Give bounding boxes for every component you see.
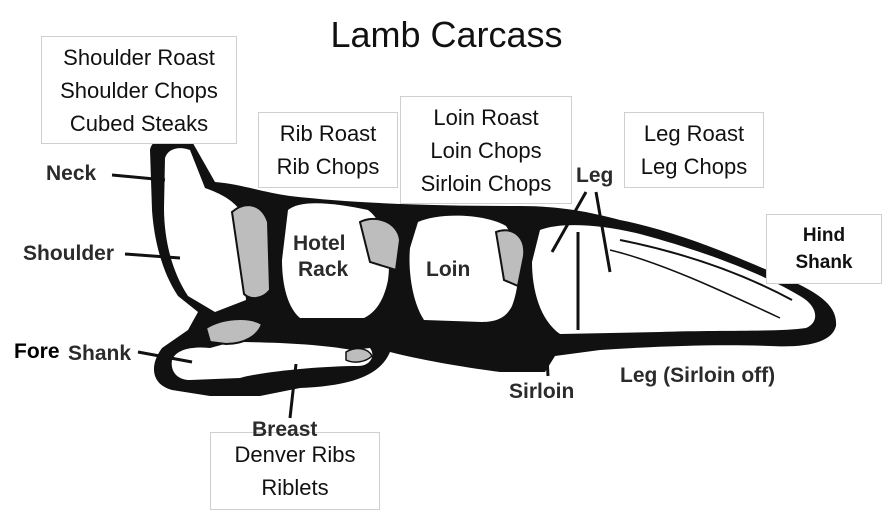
loin-section [409, 215, 519, 322]
leg-inner-line [619, 239, 793, 301]
leg-section [532, 225, 816, 334]
hind-shank-box: Hind Shank [766, 214, 882, 284]
label-shoulder: Shoulder [23, 242, 115, 265]
rib-cut-1: Rib Roast [279, 121, 377, 146]
leg-cuts-box: Leg Roast Leg Chops [624, 112, 764, 188]
hind-shank-line-1: Hind [802, 225, 846, 246]
leader-neck [111, 173, 166, 182]
label-rack: Rack [298, 258, 349, 281]
loin-cuts-box: Loin Roast Loin Chops Sirloin Chops [400, 96, 572, 204]
leg-inner-line-2 [609, 249, 781, 319]
leader-sirloin [543, 319, 550, 377]
label-leg: Leg [576, 164, 614, 187]
loin-cut-3: Sirloin Chops [420, 171, 552, 196]
shoulder-cut-2: Shoulder Chops [60, 78, 218, 103]
shoulder-cut-face [230, 204, 272, 300]
label-sirloin: Sirloin [509, 380, 575, 403]
label-neck: Neck [46, 162, 97, 185]
leader-shoulder [124, 252, 181, 260]
hind-shank-line-2: Shank [795, 252, 853, 273]
shoulder-section [164, 148, 246, 312]
label-leg-sirloin-off: Leg (Sirloin off) [620, 364, 776, 387]
leader-leg-2 [594, 191, 612, 273]
shank-cut-face [345, 347, 373, 363]
label-shank: Shank [68, 342, 132, 365]
breast-cuts-box: Denver Ribs Riblets [210, 432, 380, 510]
leg-cut-2: Leg Chops [640, 154, 748, 179]
leader-breast [288, 363, 298, 419]
fore-shank-section [171, 342, 373, 380]
rib-cuts-box: Rib Roast Rib Chops [258, 112, 398, 188]
label-loin: Loin [426, 258, 471, 281]
breast-cut-1: Denver Ribs [234, 442, 356, 467]
shoulder-cut-1: Shoulder Roast [63, 45, 215, 70]
leg-cut-1: Leg Roast [643, 121, 745, 146]
rack-cut-face [358, 217, 402, 272]
breast-cut-face [204, 318, 264, 346]
loin-cut-face [494, 229, 526, 288]
label-hotel: Hotel [293, 232, 346, 255]
label-fore: Fore [14, 340, 60, 363]
rib-cut-2: Rib Chops [276, 154, 380, 179]
leader-shank [137, 350, 193, 364]
label-breast: Breast [252, 418, 318, 441]
shoulder-cut-3: Cubed Steaks [69, 111, 209, 136]
leader-leg-1 [550, 191, 588, 253]
diagram-title: Lamb Carcass [330, 14, 563, 55]
shoulder-cuts-box: Shoulder Roast Shoulder Chops Cubed Stea… [41, 36, 237, 144]
loin-cut-2: Loin Chops [430, 138, 542, 163]
loin-cut-1: Loin Roast [433, 105, 539, 130]
breast-cut-2: Riblets [261, 475, 329, 500]
